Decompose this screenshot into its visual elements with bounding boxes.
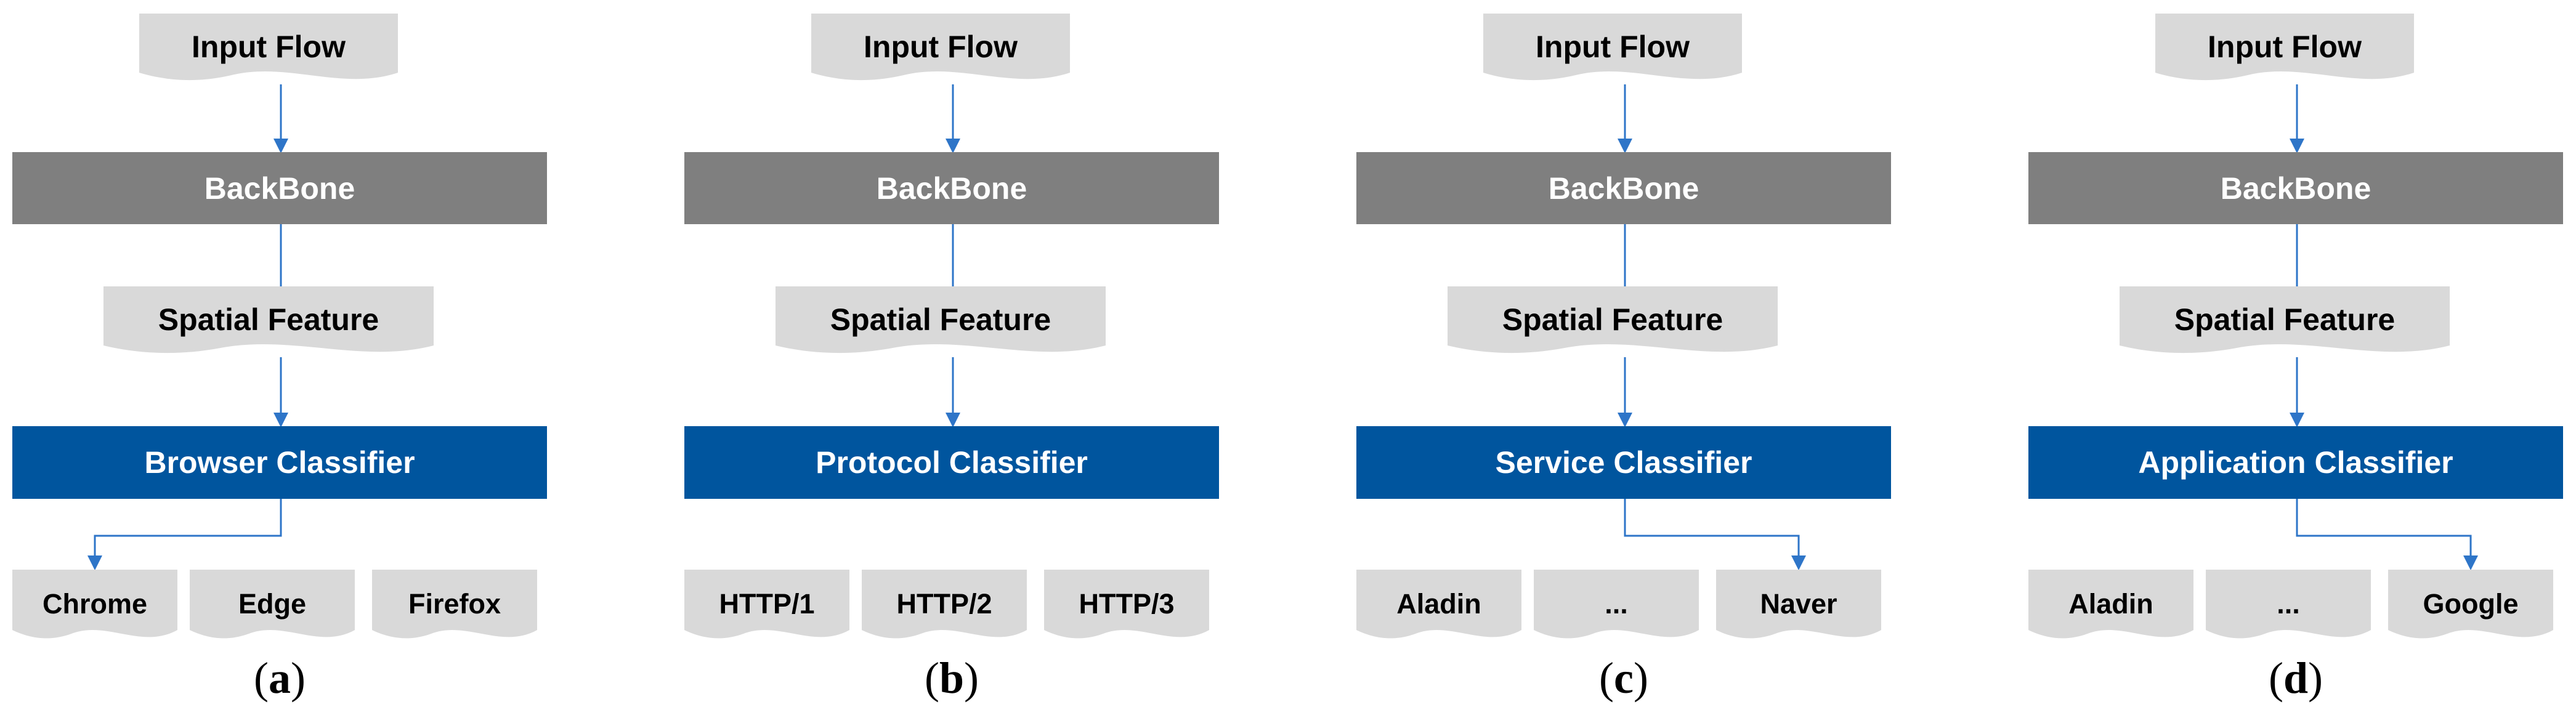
document-shape xyxy=(1356,570,1521,639)
document-shape xyxy=(1044,570,1209,639)
output-label: HTTP/3 xyxy=(1079,588,1175,620)
document-shape xyxy=(139,14,398,81)
document-shape xyxy=(372,570,537,639)
backbone-label: BackBone xyxy=(1548,171,1699,206)
output-document-1: Chrome xyxy=(12,570,177,644)
output-label: Chrome xyxy=(42,588,148,620)
spatial-feature-label: Spatial Feature xyxy=(1502,302,1723,337)
document-shape xyxy=(190,570,355,639)
input-flow-document: Input Flow xyxy=(139,14,398,84)
classifier-panel-b: Input Flow BackBone Spatial Feature Prot… xyxy=(672,0,1219,723)
output-document-3: Firefox xyxy=(372,570,537,644)
output-document-2: HTTP/2 xyxy=(862,570,1027,644)
document-shape xyxy=(1448,286,1778,353)
output-document-2: Edge xyxy=(190,570,355,644)
output-label: HTTP/1 xyxy=(719,588,815,620)
input-flow-document: Input Flow xyxy=(811,14,1070,84)
arrow-classifier-to-output xyxy=(87,499,282,570)
arrow-classifier-to-output xyxy=(2296,499,2478,570)
document-shape xyxy=(776,286,1106,353)
classifier-panel-c: Input Flow BackBone Spatial Feature Serv… xyxy=(1344,0,1891,723)
spatial-feature-document: Spatial Feature xyxy=(776,286,1106,357)
output-label: Naver xyxy=(1760,588,1837,620)
input-flow-label: Input Flow xyxy=(192,29,346,64)
document-shape xyxy=(1534,570,1699,639)
output-label: Firefox xyxy=(408,588,501,620)
output-document-1: HTTP/1 xyxy=(684,570,849,644)
output-document-2: ... xyxy=(2206,570,2371,644)
input-flow-document: Input Flow xyxy=(2155,14,2414,84)
backbone-label: BackBone xyxy=(204,171,355,206)
document-shape xyxy=(862,570,1027,639)
output-label: Aladin xyxy=(2068,588,2153,620)
spatial-feature-document: Spatial Feature xyxy=(1448,286,1778,357)
input-flow-document: Input Flow xyxy=(1483,14,1742,84)
classifier-block: Protocol Classifier xyxy=(684,426,1219,499)
classifier-label: Application Classifier xyxy=(2138,445,2453,480)
document-shape xyxy=(1483,14,1742,81)
connector-layer xyxy=(946,84,960,427)
output-label: ... xyxy=(2277,588,2300,620)
connector-layer xyxy=(1618,84,1806,570)
output-document-2: ... xyxy=(1534,570,1699,644)
document-shape xyxy=(12,570,177,639)
output-document-1: Aladin xyxy=(2028,570,2193,644)
output-label: HTTP/2 xyxy=(896,588,992,620)
panel-caption-letter: c xyxy=(1614,653,1634,703)
backbone-block: BackBone xyxy=(684,152,1219,224)
classifier-block: Application Classifier xyxy=(2028,426,2563,499)
output-document-1: Aladin xyxy=(1356,570,1521,644)
backbone-block: BackBone xyxy=(1356,152,1891,224)
document-shape xyxy=(2155,14,2414,81)
output-document-3: Naver xyxy=(1716,570,1881,644)
spatial-feature-document: Spatial Feature xyxy=(2120,286,2450,357)
panel-caption-letter: a xyxy=(269,653,291,703)
panel-caption-letter: d xyxy=(2283,653,2309,703)
document-shape xyxy=(2388,570,2553,639)
document-shape xyxy=(811,14,1070,81)
input-flow-label: Input Flow xyxy=(1536,29,1690,64)
backbone-block: BackBone xyxy=(12,152,547,224)
output-document-3: HTTP/3 xyxy=(1044,570,1209,644)
backbone-label: BackBone xyxy=(876,171,1027,206)
output-document-3: Google xyxy=(2388,570,2553,644)
panel-caption: (a) xyxy=(254,653,306,703)
document-shape xyxy=(2028,570,2193,639)
input-flow-label: Input Flow xyxy=(2208,29,2362,64)
classifier-panel-d: Input Flow BackBone Spatial Feature Appl… xyxy=(2016,0,2563,723)
classifier-block: Service Classifier xyxy=(1356,426,1891,499)
arrow-classifier-to-output xyxy=(1624,499,1806,570)
spatial-feature-label: Spatial Feature xyxy=(158,302,379,337)
document-shape xyxy=(684,570,849,639)
classifier-block: Browser Classifier xyxy=(12,426,547,499)
backbone-block: BackBone xyxy=(2028,152,2563,224)
document-shape xyxy=(2206,570,2371,639)
input-flow-label: Input Flow xyxy=(864,29,1018,64)
document-shape xyxy=(103,286,434,353)
output-label: ... xyxy=(1605,588,1628,620)
panel-caption: (c) xyxy=(1599,653,1648,703)
connector-layer xyxy=(2290,84,2478,570)
classifier-label: Browser Classifier xyxy=(144,445,415,480)
connector-layer xyxy=(87,84,288,570)
output-label: Aladin xyxy=(1396,588,1481,620)
backbone-label: BackBone xyxy=(2220,171,2371,206)
spatial-feature-label: Spatial Feature xyxy=(2174,302,2396,337)
output-label: Edge xyxy=(238,588,307,620)
panel-caption-letter: b xyxy=(939,653,965,703)
classifier-label: Service Classifier xyxy=(1495,445,1752,480)
classifier-panel-a: Input Flow BackBone Spatial Feature Brow… xyxy=(0,0,547,723)
document-shape xyxy=(2120,286,2450,353)
panel-caption: (d) xyxy=(2268,653,2323,703)
output-label: Google xyxy=(2423,588,2519,620)
panel-caption: (b) xyxy=(924,653,979,703)
classifier-label: Protocol Classifier xyxy=(816,445,1088,480)
spatial-feature-document: Spatial Feature xyxy=(103,286,434,357)
document-shape xyxy=(1716,570,1881,639)
spatial-feature-label: Spatial Feature xyxy=(830,302,1051,337)
